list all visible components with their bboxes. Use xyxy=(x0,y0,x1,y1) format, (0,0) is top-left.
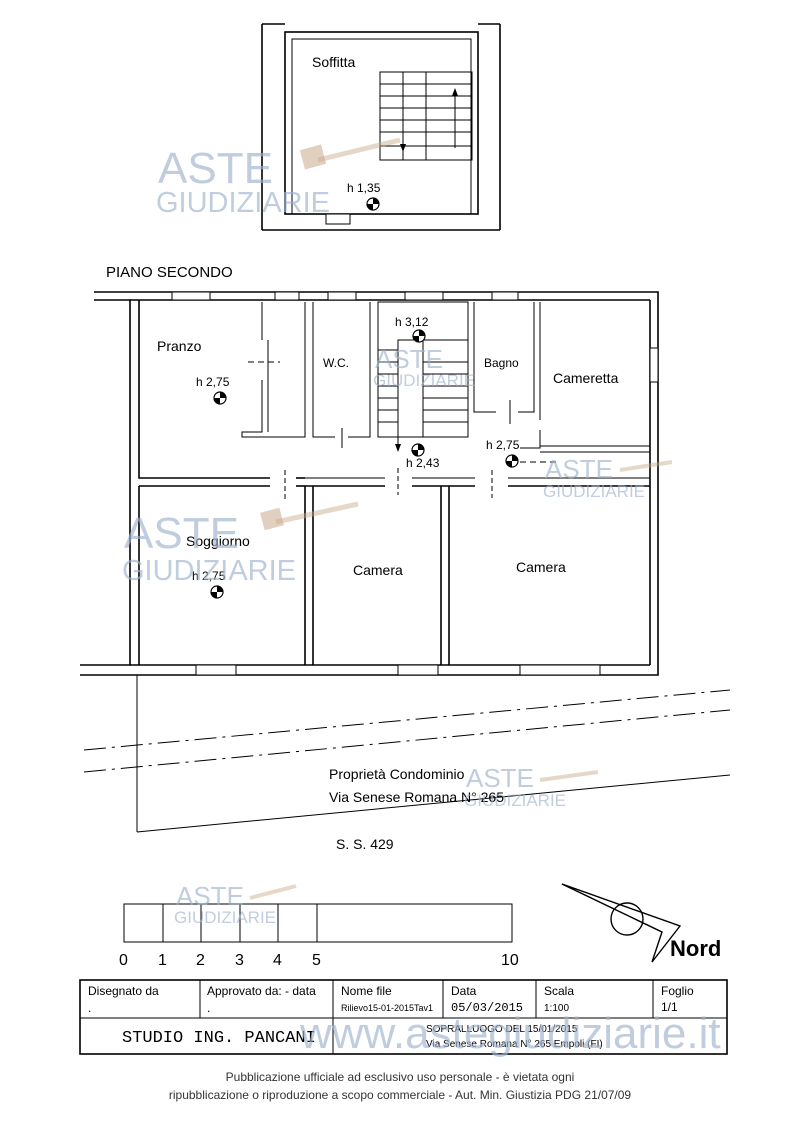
north-label: Nord xyxy=(670,936,721,961)
room-label-soggiorno: Soggiorno xyxy=(186,533,250,549)
footer-notice-line-2: ripubblicazione o riproduzione a scopo c… xyxy=(168,1088,632,1102)
scale-value: 1:100 xyxy=(544,1003,569,1014)
height-label-bagno: h 2,75 xyxy=(486,438,520,452)
second-floor-plan xyxy=(80,291,731,833)
svg-text:ASTE: ASTE xyxy=(466,763,534,793)
svg-text:ASTE: ASTE xyxy=(176,881,244,911)
room-label-camera-2: Camera xyxy=(516,559,566,575)
svg-text:ASTE: ASTE xyxy=(545,454,613,484)
height-label-soggiorno: h 2,75 xyxy=(192,569,226,583)
watermark-logo: ASTE GIUDIZIARIE xyxy=(156,137,401,219)
room-label-bagno: Bagno xyxy=(484,356,519,370)
height-label-pranzo: h 2,75 xyxy=(196,375,230,389)
approved-value: . xyxy=(207,1001,210,1015)
scale-label: Scala xyxy=(544,984,574,998)
scale-tick-5: 5 xyxy=(312,952,321,969)
floor-title: PIANO SECONDO xyxy=(106,264,233,281)
site-owner-label: Proprietà Condominio xyxy=(329,766,465,782)
main-stair xyxy=(377,301,469,452)
survey-address: Via Senese Romana N° 265 Empoli (FI) xyxy=(426,1039,603,1050)
svg-text:GIUDIZIARIE: GIUDIZIARIE xyxy=(543,482,645,501)
room-label-cameretta: Cameretta xyxy=(553,370,619,386)
title-block xyxy=(79,979,728,1055)
sheet-label: Foglio xyxy=(661,984,694,998)
file-name-value: Rilievo15-01-2015Tav1 xyxy=(341,1003,433,1013)
watermark-logo: ASTE GIUDIZIARIE xyxy=(373,344,475,390)
attic-height-label: h 1,35 xyxy=(347,181,381,195)
watermark-url: www.astegiudiziarie.it xyxy=(299,1009,721,1058)
attic-room-label: Soffitta xyxy=(312,54,356,70)
scale-tick-0: 0 xyxy=(119,952,128,969)
scale-tick-3: 3 xyxy=(235,952,244,969)
room-label-pranzo: Pranzo xyxy=(157,338,202,354)
scale-tick-2: 2 xyxy=(196,952,205,969)
height-marker-icon xyxy=(366,197,380,211)
attic-plan: Soffitta h 1,35 xyxy=(261,23,501,231)
height-marker-icon xyxy=(213,391,227,405)
scale-bar: 0 1 2 3 4 5 10 xyxy=(119,903,519,969)
svg-text:GIUDIZIARIE: GIUDIZIARIE xyxy=(122,555,296,587)
attic-stair xyxy=(379,71,473,161)
studio-name: STUDIO ING. PANCANI xyxy=(122,1029,316,1048)
svg-text:ASTE: ASTE xyxy=(124,509,239,558)
watermark-logo: ASTE GIUDIZIARIE xyxy=(174,881,297,927)
svg-text:ASTE: ASTE xyxy=(375,344,443,374)
height-label-stair-bottom: h 2,43 xyxy=(406,456,440,470)
watermark-logo: ASTE GIUDIZIARIE xyxy=(464,763,599,810)
scale-tick-10: 10 xyxy=(501,952,519,969)
date-label: Data xyxy=(451,984,477,998)
scale-tick-4: 4 xyxy=(273,952,282,969)
svg-text:ASTE: ASTE xyxy=(158,144,273,193)
svg-text:GIUDIZIARIE: GIUDIZIARIE xyxy=(156,187,330,219)
height-marker-icon xyxy=(505,454,519,468)
height-marker-icon xyxy=(412,329,426,343)
drawn-by-label: Disegnato da xyxy=(88,984,159,998)
height-marker-icon xyxy=(210,585,224,599)
north-arrow-icon xyxy=(561,883,682,963)
approved-label: Approvato da: - data xyxy=(207,984,316,998)
height-marker-icon xyxy=(411,443,425,457)
room-label-wc: W.C. xyxy=(323,356,349,370)
date-value: 05/03/2015 xyxy=(451,1001,523,1015)
sheet-value: 1/1 xyxy=(661,1000,678,1014)
svg-text:GIUDIZIARIE: GIUDIZIARIE xyxy=(373,371,475,390)
height-label-stair-top: h 3,12 xyxy=(395,315,429,329)
footer-notice-line-1: Pubblicazione ufficiale ad esclusivo uso… xyxy=(225,1070,575,1084)
file-name-label: Nome file xyxy=(341,984,392,998)
site-address-label: Via Senese Romana N° 265 xyxy=(329,789,504,805)
scale-tick-1: 1 xyxy=(158,952,167,969)
svg-text:GIUDIZIARIE: GIUDIZIARIE xyxy=(174,908,276,927)
watermark-logo: ASTE GIUDIZIARIE xyxy=(122,501,359,587)
watermark-logo: ASTE GIUDIZIARIE xyxy=(543,454,673,501)
survey-date: SOPRALLUOGO DEL 15/01/2015 xyxy=(426,1024,578,1035)
svg-text:GIUDIZIARIE: GIUDIZIARIE xyxy=(464,791,566,810)
road-label: S. S. 429 xyxy=(336,836,394,852)
room-label-camera-1: Camera xyxy=(353,562,403,578)
drawn-by-value: . xyxy=(88,1001,91,1015)
